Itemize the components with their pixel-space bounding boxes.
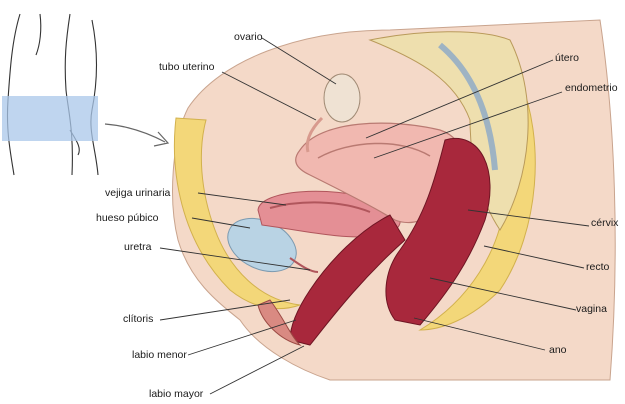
leader-lines	[159, 37, 590, 395]
label-uretra: uretra	[124, 241, 152, 253]
label-ano: ano	[549, 344, 567, 356]
pointer-arrow	[104, 123, 166, 143]
body-silhouette-inset	[6, 13, 99, 176]
ovary-shape	[323, 73, 361, 123]
vagina-shape	[289, 214, 406, 346]
urethra-shape	[289, 257, 319, 273]
label-recto: recto	[586, 261, 610, 273]
label-labio-mayor: labio mayor	[149, 388, 204, 400]
fat-layer-front	[173, 117, 301, 310]
label-endometrio: endometrio	[565, 82, 618, 94]
label-tubo-uterino: tubo uterino	[159, 61, 215, 73]
label-hueso-pubico: hueso púbico	[96, 212, 159, 224]
label-ovario: ovario	[234, 31, 263, 43]
label-cervix: cérvix	[591, 217, 619, 229]
label-vagina: vagina	[576, 303, 607, 315]
label-labio-menor: labio menor	[132, 349, 187, 361]
labia-shape	[257, 299, 302, 346]
label-vejiga-urinaria: vejiga urinaria	[105, 187, 171, 199]
label-utero: útero	[555, 52, 579, 64]
inset-highlight-box	[2, 96, 98, 141]
label-clitoris: clítoris	[123, 313, 154, 325]
